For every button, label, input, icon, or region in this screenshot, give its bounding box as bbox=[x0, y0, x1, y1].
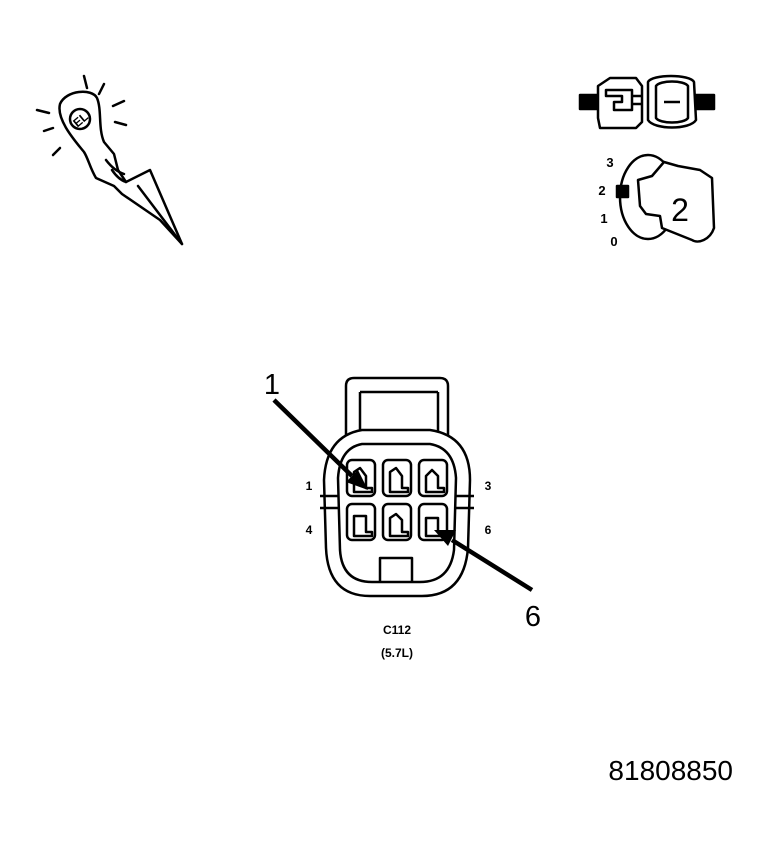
cavity-pin-5 bbox=[381, 502, 413, 542]
cavity-pin-2 bbox=[381, 458, 413, 498]
pin-number-6: 6 bbox=[485, 523, 492, 537]
callout-label-6: 6 bbox=[525, 601, 541, 633]
connector-variant: (5.7L) bbox=[381, 646, 413, 660]
pin-cavities bbox=[345, 458, 449, 542]
ignition-key-label: 2 bbox=[671, 192, 689, 228]
connector-name: C112 bbox=[383, 623, 411, 637]
figure-number: 81808850 bbox=[608, 755, 733, 786]
disconnected-connector-icon bbox=[578, 74, 716, 130]
ignition-position-2: 2 bbox=[598, 183, 605, 198]
pin-number-4: 4 bbox=[306, 523, 313, 537]
callout-arrow-pin-6 bbox=[434, 530, 534, 592]
ignition-position-1: 1 bbox=[600, 211, 607, 226]
ignition-position-0: 0 bbox=[610, 234, 617, 249]
ignition-key-icon bbox=[615, 153, 716, 243]
cavity-pin-4 bbox=[345, 502, 377, 542]
callout-label-1: 1 bbox=[264, 369, 280, 401]
pin-number-1: 1 bbox=[306, 479, 313, 493]
pin-number-3: 3 bbox=[485, 479, 492, 493]
callout-arrow-pin-1 bbox=[272, 398, 368, 490]
cavity-pin-3 bbox=[417, 458, 449, 498]
test-probe-icon: EL bbox=[35, 74, 184, 246]
ignition-position-3: 3 bbox=[606, 155, 613, 170]
